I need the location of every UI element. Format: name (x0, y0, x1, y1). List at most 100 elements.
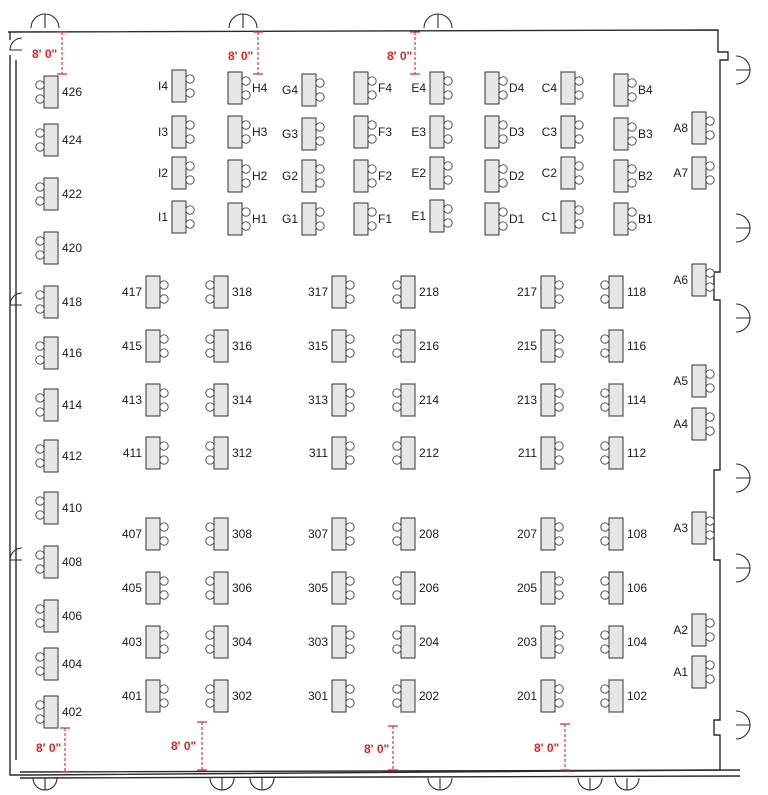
booth-f2[interactable]: F2 (353, 159, 392, 193)
door-right-4[interactable] (735, 463, 751, 493)
booth-102[interactable]: 102 (600, 679, 648, 713)
booth-205[interactable]: 205 (517, 571, 564, 605)
booth-317[interactable]: 317 (308, 275, 355, 309)
booth-214[interactable]: 214 (392, 383, 440, 417)
booth-104[interactable]: 104 (600, 625, 648, 659)
booth-a8[interactable]: A8 (673, 111, 715, 145)
booth-404[interactable]: 404 (35, 647, 83, 681)
door-right-2[interactable] (735, 213, 751, 243)
booth-i2[interactable]: I2 (158, 156, 195, 190)
booth-g2[interactable]: G2 (282, 159, 325, 193)
booth-a2[interactable]: A2 (673, 613, 715, 647)
booth-207[interactable]: 207 (517, 517, 564, 551)
booth-208[interactable]: 208 (392, 517, 440, 551)
booth-416[interactable]: 416 (35, 336, 83, 370)
booth-212[interactable]: 212 (392, 436, 440, 470)
booth-112[interactable]: 112 (600, 436, 647, 470)
door-top-1[interactable] (30, 13, 60, 29)
booth-304[interactable]: 304 (205, 625, 253, 659)
booth-308[interactable]: 308 (205, 517, 253, 551)
booth-216[interactable]: 216 (392, 329, 440, 363)
booth-e1[interactable]: E1 (411, 199, 453, 233)
booth-i4[interactable]: I4 (158, 69, 195, 103)
booth-f3[interactable]: F3 (353, 115, 392, 149)
booth-422[interactable]: 422 (35, 177, 83, 211)
door-right-3[interactable] (735, 303, 751, 333)
booth-307[interactable]: 307 (308, 517, 355, 551)
booth-417[interactable]: 417 (122, 275, 169, 309)
booth-f4[interactable]: F4 (353, 71, 392, 105)
booth-a3[interactable]: A3 (673, 511, 715, 545)
booth-i1[interactable]: I1 (158, 200, 195, 234)
door-bottom-3[interactable] (249, 777, 275, 791)
booth-b4[interactable]: B4 (613, 73, 653, 107)
booth-g4[interactable]: G4 (282, 73, 325, 107)
booth-d1[interactable]: D1 (484, 202, 525, 236)
booth-c4[interactable]: C4 (542, 71, 584, 105)
door-bottom-5[interactable] (577, 777, 603, 791)
booth-g3[interactable]: G3 (282, 117, 325, 151)
booth-116[interactable]: 116 (600, 329, 647, 363)
booth-a6[interactable]: A6 (673, 263, 715, 297)
door-left-3[interactable] (9, 547, 23, 561)
booth-315[interactable]: 315 (308, 329, 355, 363)
booth-d2[interactable]: D2 (484, 159, 525, 193)
booth-h2[interactable]: H2 (227, 159, 268, 193)
booth-g1[interactable]: G1 (282, 202, 325, 236)
booth-411[interactable]: 411 (123, 436, 169, 470)
booth-311[interactable]: 311 (309, 436, 355, 470)
booth-202[interactable]: 202 (392, 679, 440, 713)
booth-e3[interactable]: E3 (411, 115, 453, 149)
door-top-3[interactable] (423, 13, 453, 29)
booth-302[interactable]: 302 (205, 679, 253, 713)
booth-h3[interactable]: H3 (227, 115, 268, 149)
booth-303[interactable]: 303 (308, 625, 355, 659)
booth-414[interactable]: 414 (35, 388, 83, 422)
booth-a4[interactable]: A4 (673, 407, 715, 441)
booth-215[interactable]: 215 (517, 329, 564, 363)
booth-a5[interactable]: A5 (673, 364, 715, 398)
booth-e4[interactable]: E4 (411, 71, 453, 105)
booth-217[interactable]: 217 (517, 275, 564, 309)
booth-408[interactable]: 408 (35, 545, 83, 579)
booth-316[interactable]: 316 (205, 329, 253, 363)
booth-106[interactable]: 106 (600, 571, 648, 605)
booth-i3[interactable]: I3 (158, 115, 195, 149)
booth-424[interactable]: 424 (35, 123, 83, 157)
booth-407[interactable]: 407 (122, 517, 169, 551)
booth-405[interactable]: 405 (122, 571, 169, 605)
door-right-5[interactable] (735, 553, 751, 583)
booth-b3[interactable]: B3 (613, 117, 653, 151)
booth-305[interactable]: 305 (308, 571, 355, 605)
door-top-2[interactable] (228, 13, 258, 29)
booth-218[interactable]: 218 (392, 275, 440, 309)
door-bottom-4[interactable] (427, 777, 453, 791)
booth-313[interactable]: 313 (308, 383, 355, 417)
booth-f1[interactable]: F1 (353, 202, 392, 236)
booth-d4[interactable]: D4 (484, 71, 525, 105)
booth-403[interactable]: 403 (122, 625, 169, 659)
booth-211[interactable]: 211 (518, 436, 564, 470)
door-bottom-6[interactable] (614, 777, 640, 791)
booth-b2[interactable]: B2 (613, 159, 653, 193)
booth-312[interactable]: 312 (205, 436, 253, 470)
booth-108[interactable]: 108 (600, 517, 648, 551)
booth-418[interactable]: 418 (35, 285, 83, 319)
booth-c1[interactable]: C1 (542, 200, 584, 234)
booth-426[interactable]: 426 (35, 75, 83, 109)
booth-213[interactable]: 213 (517, 383, 564, 417)
booth-410[interactable]: 410 (35, 491, 83, 525)
booth-h1[interactable]: H1 (227, 202, 268, 236)
booth-314[interactable]: 314 (205, 383, 253, 417)
booth-401[interactable]: 401 (122, 679, 169, 713)
booth-a7[interactable]: A7 (673, 156, 715, 190)
booth-c3[interactable]: C3 (542, 115, 584, 149)
booth-406[interactable]: 406 (35, 599, 83, 633)
booth-b1[interactable]: B1 (613, 202, 653, 236)
booth-206[interactable]: 206 (392, 571, 440, 605)
booth-301[interactable]: 301 (308, 679, 355, 713)
booth-c2[interactable]: C2 (542, 156, 584, 190)
booth-204[interactable]: 204 (392, 625, 440, 659)
booth-e2[interactable]: E2 (411, 156, 453, 190)
door-left-1[interactable] (9, 37, 23, 51)
